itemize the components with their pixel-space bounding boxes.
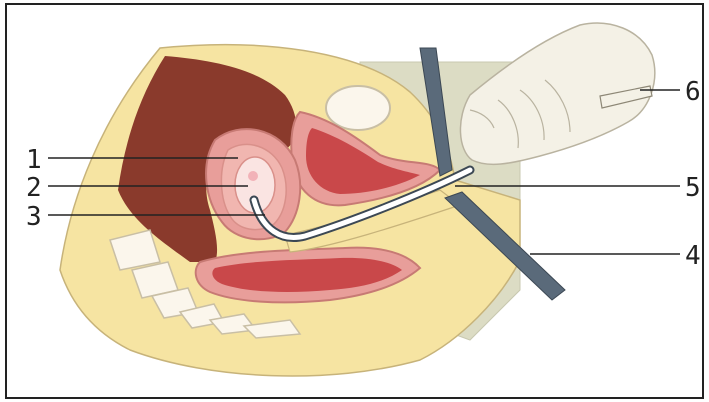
- callout-5: 5: [685, 173, 701, 203]
- pubic-bone: [326, 86, 390, 130]
- callout-3: 3: [26, 202, 42, 232]
- embryo: [248, 171, 258, 181]
- callout-4: 4: [685, 241, 701, 271]
- callout-2: 2: [26, 173, 42, 203]
- callout-1: 1: [26, 145, 42, 175]
- callout-6: 6: [685, 77, 701, 107]
